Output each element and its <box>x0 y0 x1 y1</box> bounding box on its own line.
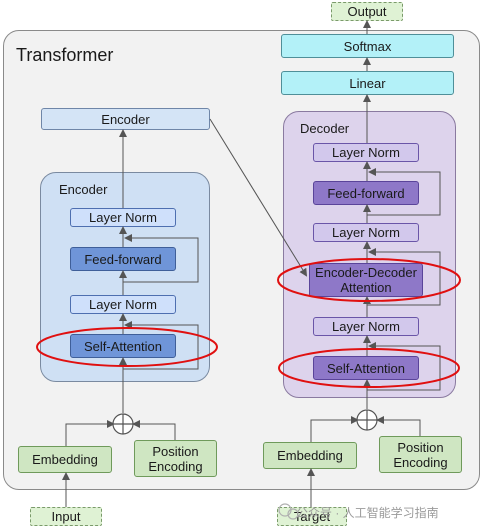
decoder-feed-forward: Feed-forward <box>313 181 419 205</box>
input-embedding: Embedding <box>18 446 112 473</box>
input-position-encoding: Position Encoding <box>134 440 217 477</box>
decoder-layer-norm-upper-mid: Layer Norm <box>313 223 419 242</box>
target-position-line2: Encoding <box>393 454 448 470</box>
encoder-self-attention: Self-Attention <box>70 334 176 358</box>
input-position-line2: Encoding <box>148 458 203 474</box>
input-position-line1: Position <box>152 443 199 459</box>
linear-block: Linear <box>281 71 454 95</box>
target-embedding: Embedding <box>263 442 357 469</box>
input-label: Input <box>30 507 102 526</box>
decoder-layer-norm-lower-mid: Layer Norm <box>313 317 419 336</box>
decoder-cross-attention: Encoder-Decoder Attention <box>309 263 423 297</box>
output-label: Output <box>331 2 403 21</box>
encoder-layer-norm-top: Layer Norm <box>70 208 176 227</box>
cross-attention-line1: Encoder-Decoder <box>315 265 417 280</box>
target-position-encoding: Position Encoding <box>379 436 462 473</box>
decoder-self-attention: Self-Attention <box>313 356 419 380</box>
encoder-output-block: Encoder <box>41 108 210 130</box>
encoder-feed-forward: Feed-forward <box>70 247 176 271</box>
decoder-layer-norm-top: Layer Norm <box>313 143 419 162</box>
encoder-group-label: Encoder <box>59 182 108 197</box>
decoder-group-label: Decoder <box>300 121 350 136</box>
cross-attention-line2: Attention <box>340 280 392 295</box>
softmax-block: Softmax <box>281 34 454 58</box>
watermark-text: 公众号 · 人工智能学习指南 <box>296 506 439 520</box>
diagram-title: Transformer <box>16 45 114 65</box>
encoder-layer-norm-mid: Layer Norm <box>70 295 176 314</box>
target-position-line1: Position <box>397 439 444 455</box>
